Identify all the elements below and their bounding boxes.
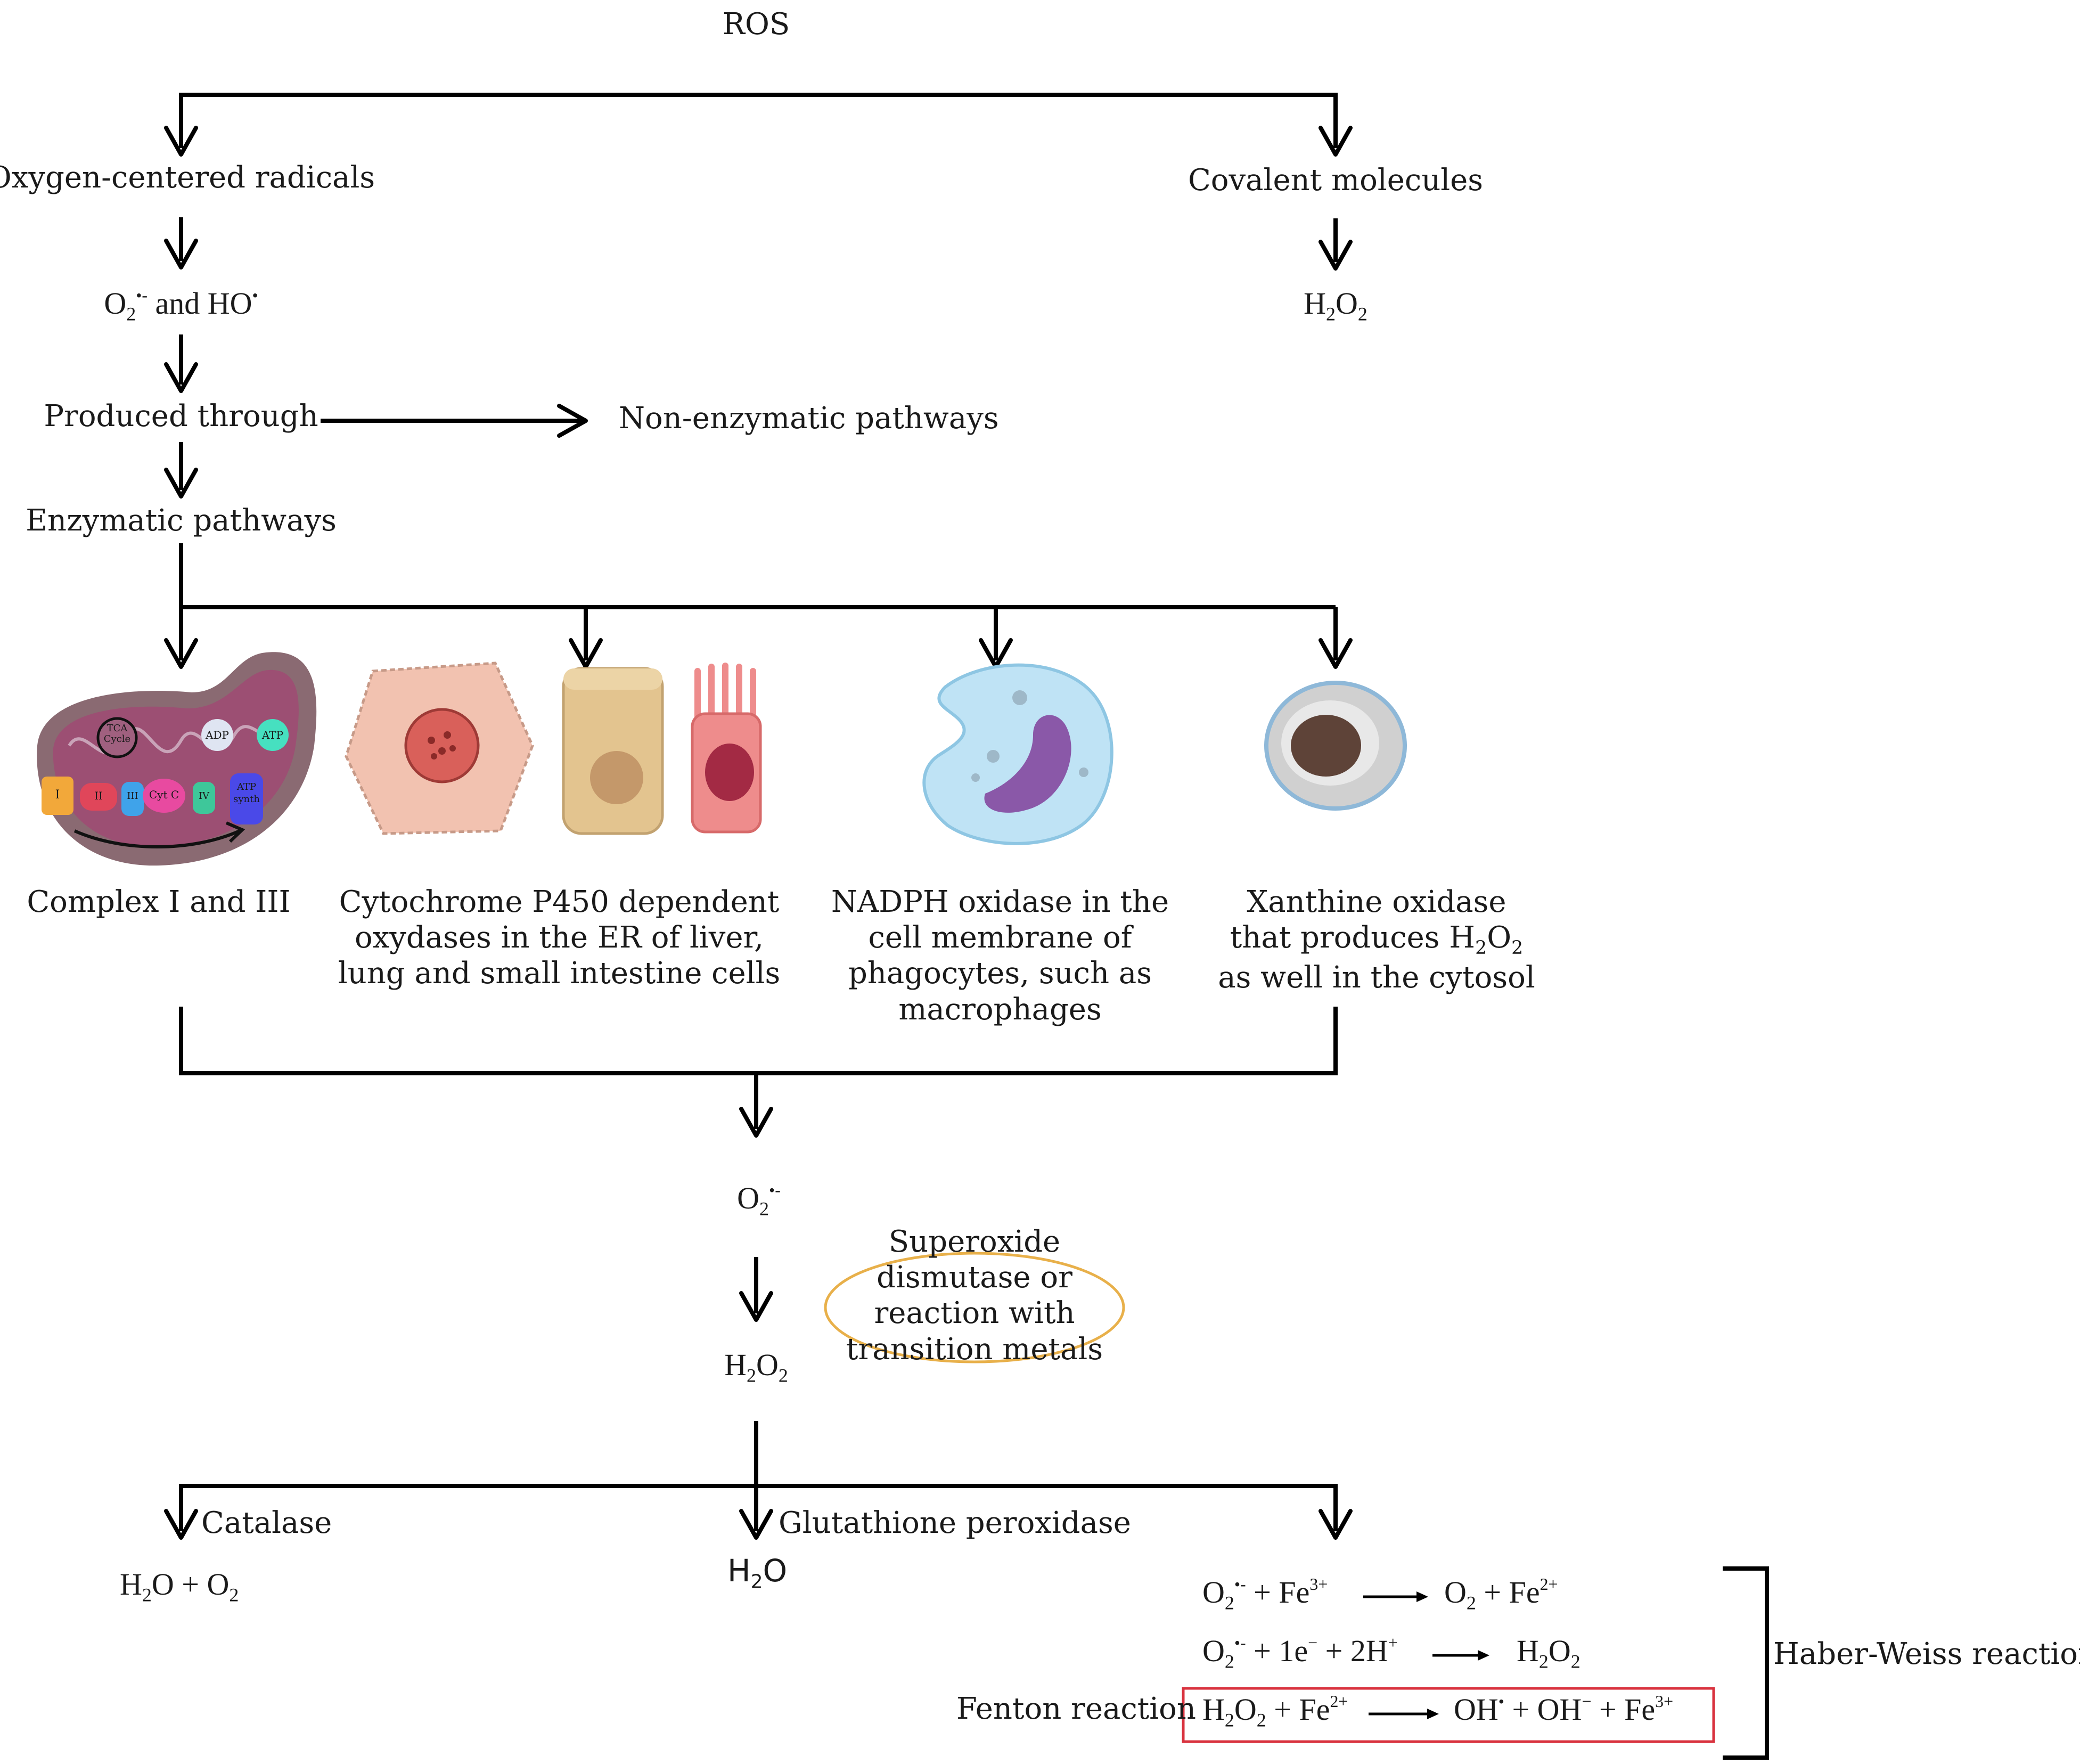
source-label-complex: Complex I and III xyxy=(27,885,291,919)
produced-through-label: Produced through xyxy=(44,399,318,434)
ciliated-cell-illustration xyxy=(691,663,762,834)
source-label-xanthine: Xanthine oxidase that produces H2O2 as w… xyxy=(1218,885,1535,995)
complex-i-label: I xyxy=(55,788,60,802)
fenton-reaction-box xyxy=(1182,1687,1715,1743)
right-column-arrow xyxy=(1319,218,1353,271)
catalase-product: H2O + O2 xyxy=(120,1567,239,1606)
complex-iv-label: IV xyxy=(198,790,210,802)
cyt-c-label: Cyt C xyxy=(149,788,179,801)
superoxide-formula: O2•- xyxy=(737,1181,781,1220)
glutathione-peroxidase-label: Glutathione peroxidase xyxy=(779,1506,1131,1540)
h2o2-covalent-formula: H2O2 xyxy=(1304,286,1367,325)
non-enzymatic-arrow xyxy=(321,404,588,438)
oxygen-centered-radicals-label: Oxygen-centered radicals xyxy=(0,160,375,195)
reaction-1-rhs: O2 + Fe2+ xyxy=(1444,1575,1558,1614)
diagram-title: ROS xyxy=(722,7,790,42)
catalase-label: Catalase xyxy=(201,1506,332,1540)
radicals-formula: O2•- and HO• xyxy=(104,286,258,325)
hepatocyte-cell-illustration xyxy=(345,662,534,835)
non-enzymatic-pathways-label: Non-enzymatic pathways xyxy=(619,401,999,436)
enzymatic-pathways-label: Enzymatic pathways xyxy=(26,503,337,538)
dismutation-arrow xyxy=(739,1252,1125,1363)
cytosol-cell-illustration xyxy=(1264,681,1407,811)
haber-weiss-label: Haber-Weiss reactions xyxy=(1773,1637,2080,1671)
sources-merge-connector xyxy=(179,1007,1338,1138)
left-column-arrows xyxy=(164,217,198,499)
source-label-nadph: NADPH oxidase in the cell membrane of ph… xyxy=(831,885,1169,1027)
h2o2-fate-connector xyxy=(164,1421,1353,1540)
reaction-arrows xyxy=(1363,1591,1489,1719)
reaction-3-rhs: OH• + OH− + Fe3+ xyxy=(1454,1692,1674,1727)
atp-label: ATP xyxy=(261,729,284,741)
complex-ii-label: II xyxy=(94,789,103,802)
reaction-1-lhs: O2•- + Fe3+ xyxy=(1202,1575,1328,1614)
reaction-2-lhs: O2•- + 1e− + 2H+ xyxy=(1202,1634,1398,1672)
sod-label: Superoxide dismutase or reaction with tr… xyxy=(846,1224,1103,1367)
ros-split-connector xyxy=(164,93,1353,157)
columnar-cell-illustration xyxy=(562,667,664,835)
fenton-reaction-label: Fenton reaction xyxy=(956,1692,1196,1726)
reaction-2-rhs: H2O2 xyxy=(1517,1634,1581,1672)
complex-iii-label: III xyxy=(127,790,138,802)
source-label-cytochrome: Cytochrome P450 dependent oxydases in th… xyxy=(338,885,781,991)
covalent-molecules-label: Covalent molecules xyxy=(1188,163,1484,198)
enzymatic-split-connector xyxy=(164,543,1353,669)
gpx-product: H2O xyxy=(727,1553,788,1593)
macrophage-illustration xyxy=(922,663,1113,845)
reaction-3-lhs: H2O2 + Fe2+ xyxy=(1202,1692,1348,1731)
haber-weiss-bracket xyxy=(1723,1566,1769,1760)
adp-label: ADP xyxy=(206,729,229,741)
h2o2-center-formula: H2O2 xyxy=(724,1348,788,1386)
mitochondrion-illustration xyxy=(37,652,317,866)
